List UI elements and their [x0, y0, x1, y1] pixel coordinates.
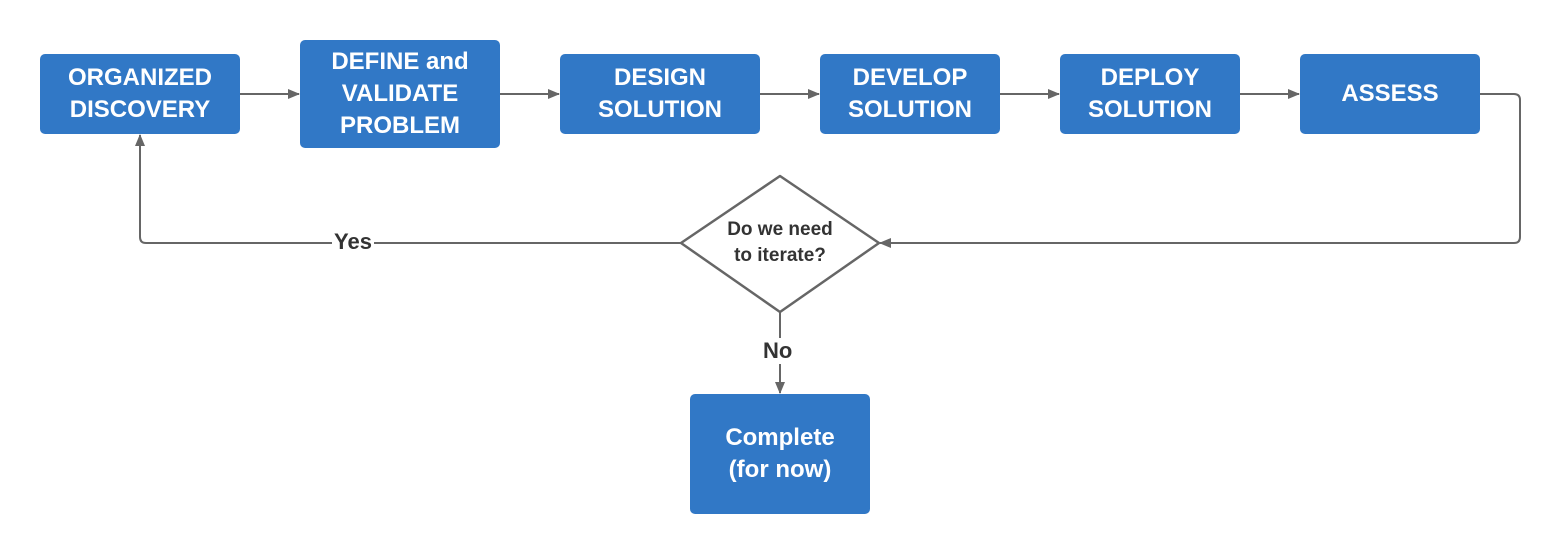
no-label: No — [761, 338, 795, 364]
decision-label: Do we need to iterate? — [727, 219, 833, 266]
complete-node: Complete (for now) — [690, 394, 870, 514]
organized-discovery-node: ORGANIZED DISCOVERY — [40, 54, 240, 134]
connector-decision-yes-to-discovery — [135, 134, 682, 244]
design-solution-node: DESIGN SOLUTION — [560, 54, 760, 134]
develop-solution-node: DEVELOP SOLUTION — [820, 54, 1000, 134]
yes-label: Yes — [332, 229, 374, 255]
define-validate-problem-node: DEFINE and VALIDATE PROBLEM — [300, 40, 500, 148]
connector-assess-to-decision — [879, 93, 1521, 248]
deploy-solution-node: DEPLOY SOLUTION — [1060, 54, 1240, 134]
assess-node: ASSESS — [1300, 54, 1480, 134]
decision-diamond — [679, 174, 881, 314]
